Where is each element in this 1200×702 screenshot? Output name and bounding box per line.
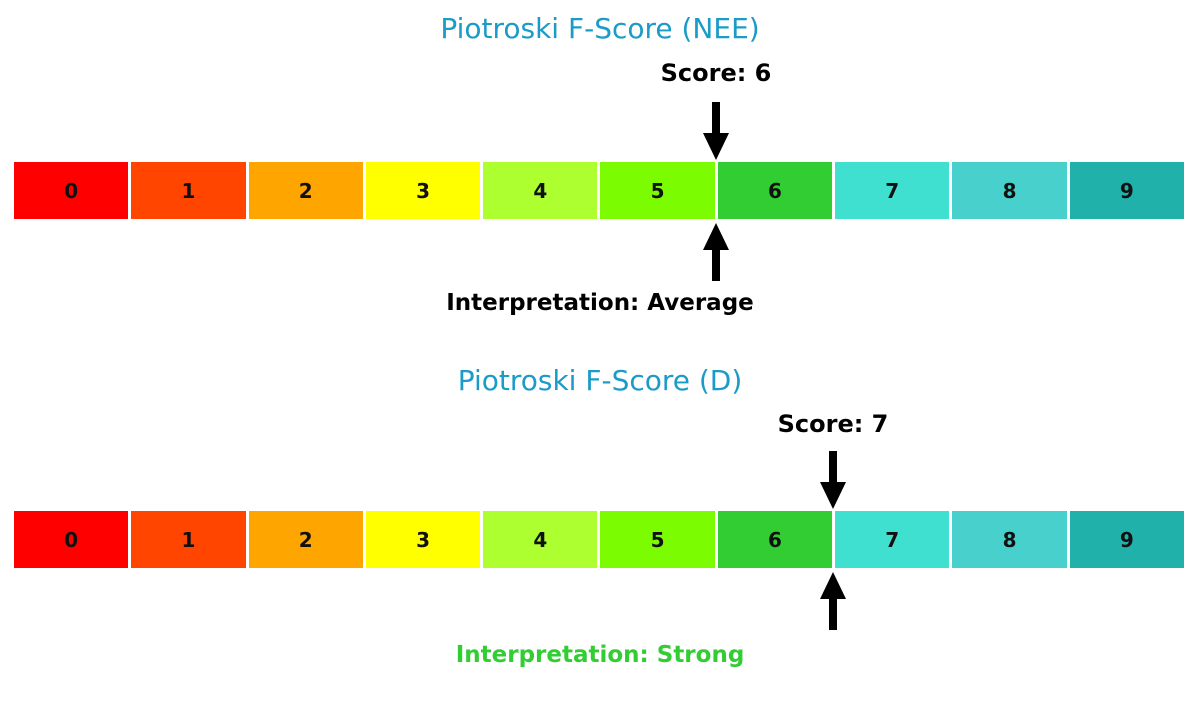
scale-segment-4: 4: [483, 511, 598, 568]
scale-segment-0: 0: [14, 511, 129, 568]
scale-segment-3: 3: [365, 511, 481, 568]
score-annotation-d: Score: 7: [777, 410, 889, 438]
scale-segment-6: 6: [717, 162, 833, 219]
down-arrow-icon: [820, 451, 846, 509]
panel-title-d: Piotroski F-Score (D): [457, 364, 743, 397]
scale-segment-9: 9: [1069, 162, 1184, 219]
interpretation-label-nee: Interpretation: Average: [446, 290, 754, 316]
up-arrow-icon: [703, 223, 729, 281]
up-arrow-icon: [820, 572, 846, 630]
panel-title-nee: Piotroski F-Score (NEE): [440, 12, 760, 45]
scale-segment-0: 0: [14, 162, 129, 219]
score-annotation-nee: Score: 6: [660, 59, 772, 87]
scale-segment-7: 7: [835, 511, 950, 568]
scale-segment-2: 2: [248, 511, 363, 568]
down-arrow-icon: [703, 102, 729, 160]
scale-segment-1: 1: [131, 511, 246, 568]
scale-segment-3: 3: [365, 162, 481, 219]
scale-segment-9: 9: [1069, 511, 1184, 568]
scale-segment-7: 7: [835, 162, 950, 219]
scale-segment-5: 5: [600, 511, 715, 568]
scale-segment-8: 8: [952, 162, 1067, 219]
scale-segment-5: 5: [600, 162, 715, 219]
interpretation-label-d: Interpretation: Strong: [455, 642, 745, 668]
scale-segment-4: 4: [483, 162, 598, 219]
scale-segment-2: 2: [248, 162, 363, 219]
scale-segment-6: 6: [717, 511, 833, 568]
scale-segment-1: 1: [131, 162, 246, 219]
scale-segment-8: 8: [952, 511, 1067, 568]
